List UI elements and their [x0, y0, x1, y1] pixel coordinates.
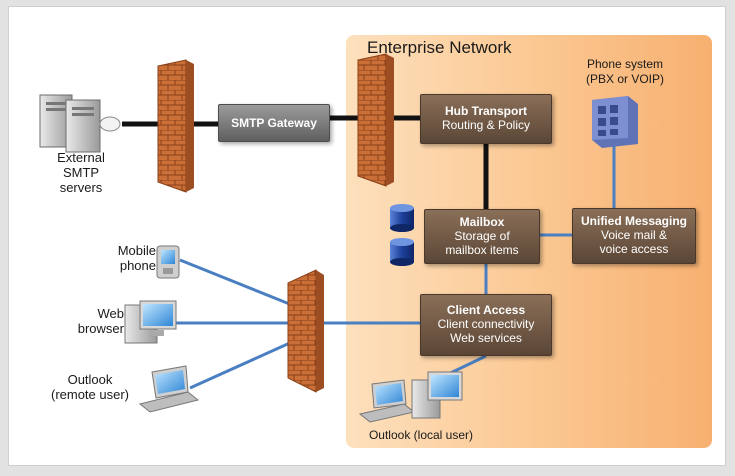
unified-messaging-box: Unified Messaging Voice mail & voice acc… — [572, 208, 696, 264]
hub-transport-box: Hub Transport Routing & Policy — [420, 94, 552, 144]
database-icon — [390, 204, 414, 266]
mailbox-box: Mailbox Storage of mailbox items — [424, 209, 540, 264]
pbx-icon — [592, 96, 638, 148]
client-access-title: Client Access — [446, 303, 526, 317]
local-computers-icon — [358, 371, 463, 423]
hub-transport-subtitle: Routing & Policy — [441, 118, 531, 132]
outlook-remote-label: Outlook (remote user) — [50, 372, 130, 402]
enterprise-network-title: Enterprise Network — [367, 38, 512, 57]
smtp-gateway-box: SMTP Gateway — [218, 104, 330, 142]
mailbox-title: Mailbox — [459, 215, 505, 229]
mobile-phone-label: Mobile phone — [117, 243, 156, 273]
smtp-gateway-label: SMTP Gateway — [231, 116, 317, 130]
link-laptop-fw — [189, 340, 293, 390]
mobile-phone-icon — [156, 245, 180, 279]
mailbox-subtitle: Storage of mailbox items — [445, 229, 519, 257]
firewall-enterprise — [357, 53, 394, 187]
laptop-icon — [138, 365, 200, 413]
server-icon — [39, 94, 121, 153]
client-access-subtitle: Client connectivity Web services — [437, 317, 535, 345]
hub-transport-title: Hub Transport — [444, 104, 527, 118]
desktop-icon — [124, 300, 177, 344]
unified-messaging-title: Unified Messaging — [580, 214, 687, 228]
outlook-local-label: Outlook (local user) — [368, 428, 474, 442]
firewall-clients — [287, 269, 324, 393]
links — [122, 115, 616, 390]
phone-system-label: Phone system (PBX or VOIP) — [585, 57, 665, 86]
client-access-box: Client Access Client connectivity Web se… — [420, 294, 552, 356]
link-mobile-fw — [179, 258, 293, 307]
web-browser-label: Web browser — [77, 306, 124, 336]
firewall-left — [157, 59, 194, 193]
unified-messaging-subtitle: Voice mail & voice access — [599, 228, 669, 256]
external-servers-label: External SMTP servers — [57, 150, 105, 195]
